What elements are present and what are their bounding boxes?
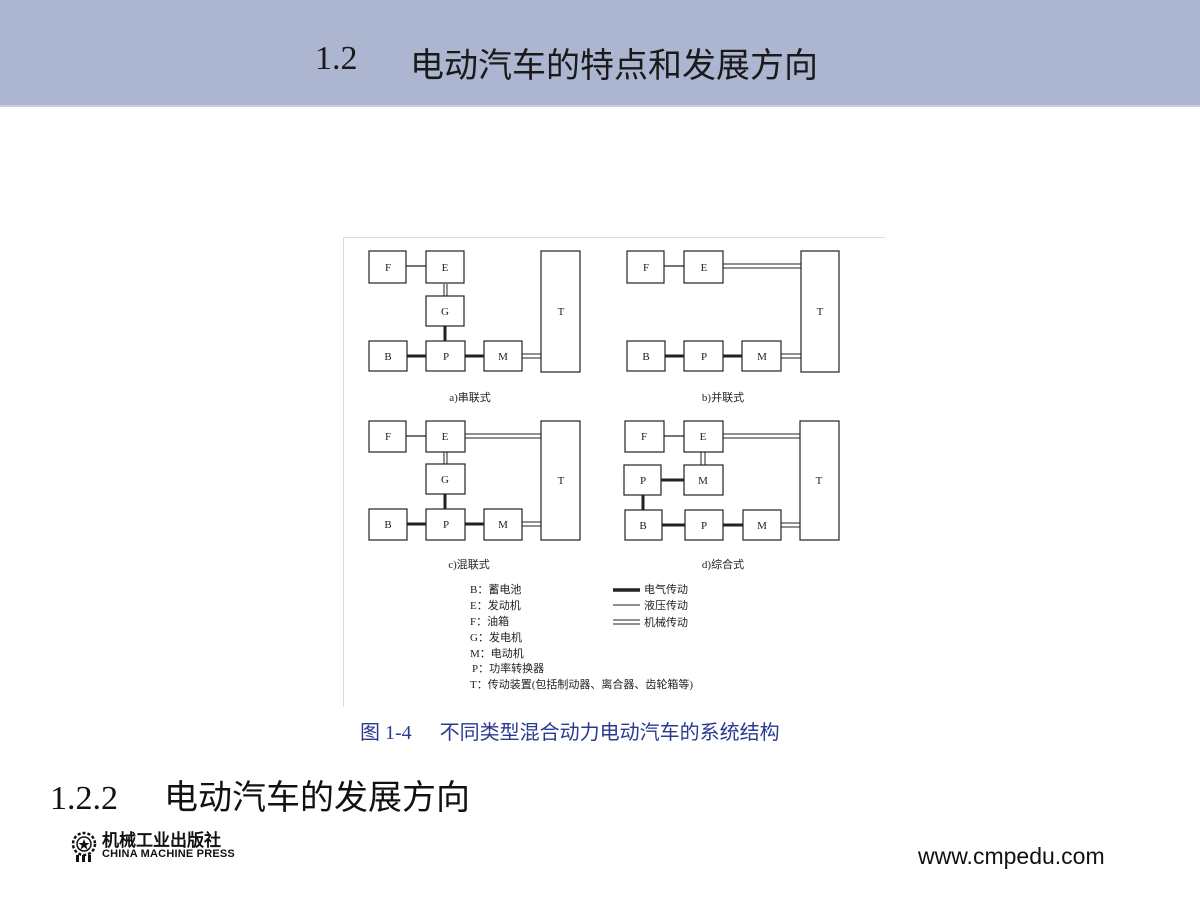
box-m-d (742, 509, 782, 541)
diagram-label-b: b)并联式 (702, 390, 744, 404)
label-b-a: B (384, 351, 391, 363)
box-p-b (683, 340, 724, 372)
box-b-c (368, 508, 408, 541)
legend-e: E：发动机 (470, 598, 521, 612)
box-p-d-top (623, 464, 662, 496)
slide-header (0, 0, 1200, 105)
box-e-a (425, 250, 465, 284)
header-rule (0, 105, 1200, 107)
legend-m: M：电动机 (470, 646, 524, 660)
legend-mechanical-label: 机械传动 (644, 615, 688, 629)
label-t-a: T (558, 306, 565, 318)
label-f-c: F (385, 431, 391, 443)
caption-text: 不同类型混合动力电动汽车的系统结构 (439, 720, 780, 744)
diagram-label-c: c)混联式 (448, 558, 490, 571)
box-f-c (368, 420, 407, 453)
legend-f: F：油箱 (470, 614, 509, 628)
box-t-b (800, 250, 840, 373)
diagram-parallel (626, 250, 840, 373)
label-b-d: B (639, 520, 646, 532)
figure-caption: 图 1-4 不同类型混合动力电动汽车的系统结构 (360, 716, 780, 745)
publisher-name-cn: 机械工业出版社 (102, 831, 221, 851)
figure-left-edge (343, 237, 344, 707)
box-m-b (741, 340, 782, 372)
label-m-c: M (498, 519, 508, 531)
gear-logo-icon (71, 831, 97, 862)
box-t-d (799, 420, 840, 541)
label-p-d-top: P (640, 475, 646, 487)
box-f-a (368, 250, 407, 284)
legend-b: B：蓄电池 (470, 583, 521, 596)
box-f-d (624, 420, 665, 453)
box-p-d (684, 509, 724, 541)
caption-number: 图 1-4 (360, 722, 412, 744)
figure-top-edge (343, 237, 885, 238)
box-b-b (626, 340, 666, 372)
label-m-d: M (757, 520, 767, 532)
header-title: 电动汽车的特点和发展方向 (410, 46, 818, 86)
legend-g: G：发电机 (470, 630, 522, 644)
box-m-a (483, 340, 523, 372)
legend-t: T：传动装置(包括制动器、离合器、齿轮箱等) (470, 677, 693, 691)
box-e-c (425, 420, 466, 453)
box-p-c (425, 508, 466, 541)
label-p-b: P (701, 351, 707, 363)
label-p-d: P (701, 520, 707, 532)
box-b-d (624, 509, 663, 541)
legend-electric-label: 电气传动 (644, 582, 688, 596)
box-m-d-top (683, 464, 724, 496)
diagram-comprehensive (623, 420, 840, 541)
legend-p: P：功率转换器 (472, 661, 544, 675)
box-e-d (683, 420, 724, 453)
website-url[interactable]: www.cmpedu.com (918, 843, 1105, 869)
label-p-a: P (443, 351, 449, 363)
box-f-b (626, 250, 665, 284)
label-f-b: F (643, 262, 649, 274)
label-m-a: M (498, 351, 508, 363)
legend-hydraulic-label: 液压传动 (644, 598, 688, 612)
label-b-b: B (642, 351, 649, 363)
box-b-a (368, 340, 408, 372)
label-f-a: F (385, 262, 391, 274)
label-e-b: E (701, 262, 708, 274)
header-number: 1.2 (315, 40, 358, 77)
label-b-c: B (384, 519, 391, 531)
publisher-logo: 机械工业出版社 CHINA MACHINE PRESS (70, 826, 270, 866)
box-t-a (540, 250, 581, 373)
publisher-name-en: CHINA MACHINE PRESS (102, 848, 235, 860)
box-m-c (483, 508, 523, 541)
section-title: 电动汽车的发展方向 (164, 778, 470, 818)
diagram-mixed (368, 420, 581, 541)
label-m-d-top: M (698, 475, 708, 487)
label-t-b: T (817, 306, 824, 318)
label-e-a: E (442, 262, 449, 274)
box-e-b (683, 250, 724, 284)
section-number: 1.2.2 (50, 780, 118, 817)
label-e-d: E (700, 431, 707, 443)
diagram-label-a: a)串联式 (449, 391, 491, 404)
box-g-c (425, 463, 466, 495)
label-e-c: E (442, 431, 449, 443)
box-p-a (425, 340, 466, 372)
label-t-d: T (816, 475, 823, 487)
box-g-a (425, 295, 465, 327)
label-f-d: F (641, 431, 647, 443)
diagram-label-d: d)综合式 (702, 557, 744, 571)
label-g-c: G (441, 474, 449, 486)
section-heading: 1.2.2 电动汽车的发展方向 (50, 770, 470, 819)
box-t-c (540, 420, 581, 541)
label-p-c: P (443, 519, 449, 531)
label-g-a: G (441, 306, 449, 318)
label-t-c: T (558, 475, 565, 487)
hybrid-structure-figure (343, 237, 885, 707)
label-m-b: M (757, 351, 767, 363)
diagram-series (368, 250, 581, 373)
